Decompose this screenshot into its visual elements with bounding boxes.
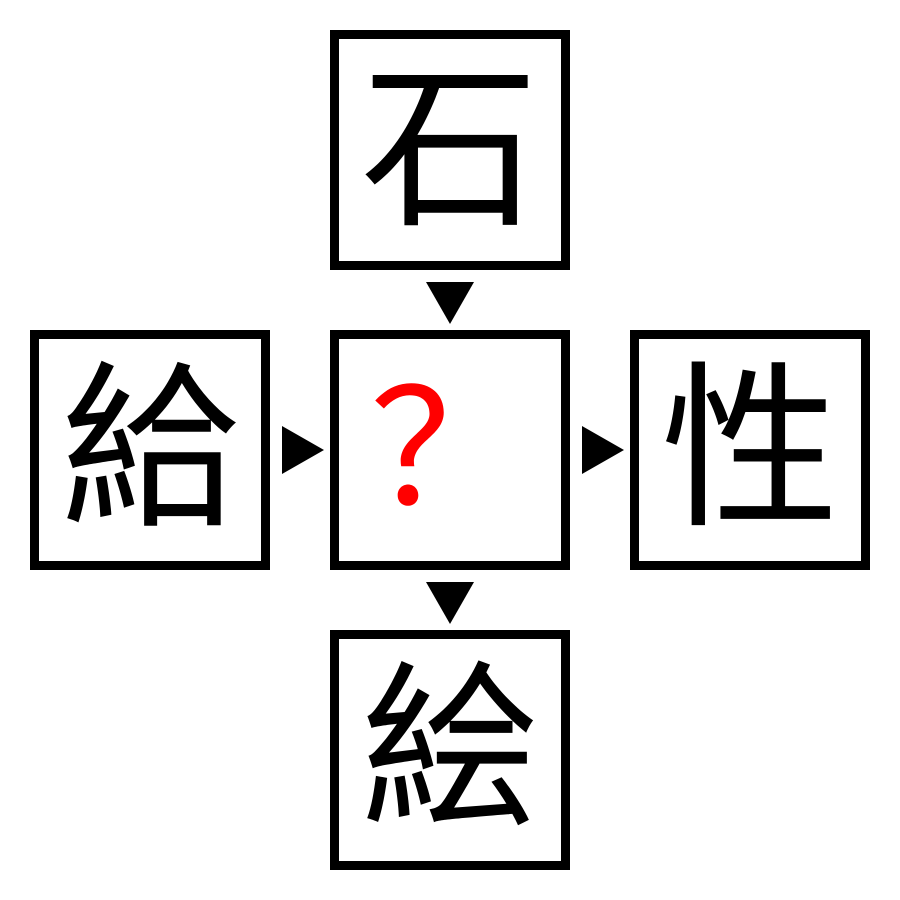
bottom-kanji-box: 絵 (330, 630, 570, 870)
left-kanji: 給 (61, 346, 239, 553)
answer-box[interactable]: ？ (330, 330, 570, 570)
bottom-kanji: 絵 (361, 646, 539, 853)
top-kanji: 石 (361, 46, 539, 253)
question-mark: ？ (369, 356, 530, 543)
top-kanji-box: 石 (330, 30, 570, 270)
right-kanji-box: 性 (630, 330, 870, 570)
down-arrow-icon (426, 582, 474, 624)
left-kanji-box: 給 (30, 330, 270, 570)
down-arrow-icon (426, 282, 474, 324)
right-kanji: 性 (661, 346, 839, 553)
right-arrow-icon (282, 426, 324, 474)
right-arrow-icon (582, 426, 624, 474)
